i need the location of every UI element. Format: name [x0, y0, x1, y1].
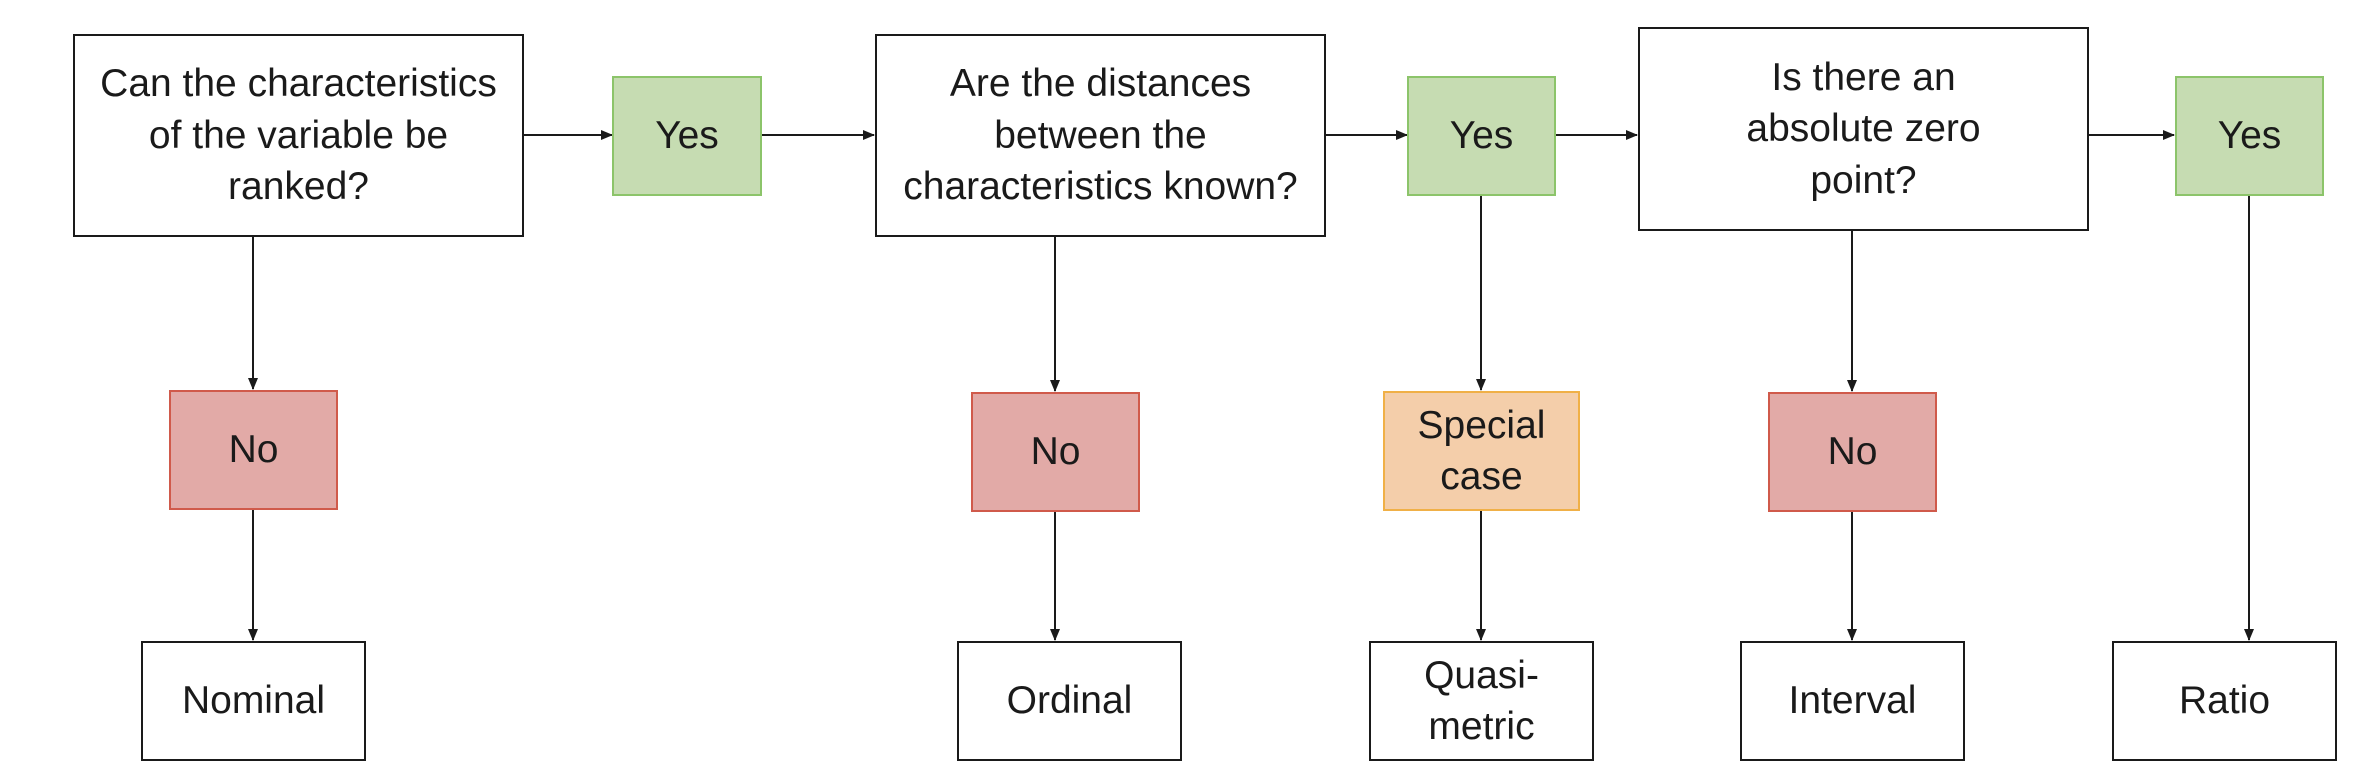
question-zero-point: Is there an absolute zero point? [1638, 27, 2089, 231]
special-case-box: Special case [1383, 391, 1580, 511]
yes-box-zero-point: Yes [2175, 76, 2324, 196]
scale-quasi-metric: Quasi-metric [1369, 641, 1594, 761]
yes-box-rank: Yes [612, 76, 762, 196]
yes-label: Yes [1449, 114, 1514, 158]
question-distances-text: Are the distances between the characteri… [903, 62, 1298, 209]
scale-interval: Interval [1740, 641, 1965, 761]
no-label: No [1030, 430, 1081, 474]
scale-ratio: Ratio [2112, 641, 2337, 761]
scale-nominal-label: Nominal [181, 679, 326, 723]
scale-interval-label: Interval [1788, 679, 1917, 723]
no-box-distances: No [971, 392, 1140, 512]
no-label: No [1827, 430, 1878, 474]
no-box-zero-point: No [1768, 392, 1937, 512]
question-rank-text: Can the characteristics of the variable … [100, 62, 497, 209]
yes-label: Yes [655, 114, 719, 158]
yes-label: Yes [2217, 114, 2282, 158]
scale-ordinal: Ordinal [957, 641, 1182, 761]
scale-ordinal-label: Ordinal [1006, 679, 1133, 723]
scale-quasi-metric-label: Quasi-metric [1424, 653, 1539, 748]
no-box-rank: No [169, 390, 338, 510]
question-distances: Are the distances between the characteri… [875, 34, 1326, 237]
question-rank: Can the characteristics of the variable … [73, 34, 524, 237]
scale-nominal: Nominal [141, 641, 366, 761]
yes-box-distances: Yes [1407, 76, 1556, 196]
no-label: No [228, 428, 279, 472]
question-zero-point-text: Is there an absolute zero point? [1746, 55, 1981, 202]
scale-ratio-label: Ratio [2178, 679, 2271, 723]
special-case-label: Special case [1417, 403, 1546, 498]
